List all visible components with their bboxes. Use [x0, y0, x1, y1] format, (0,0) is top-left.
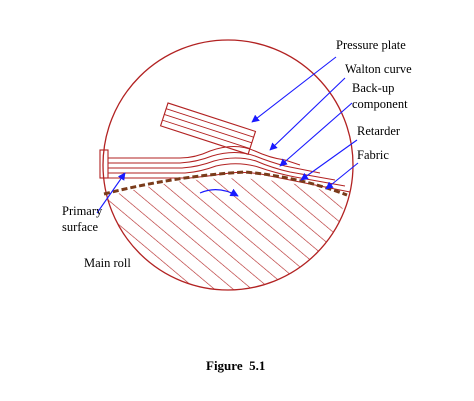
retarder-leader [300, 139, 358, 181]
label-back-up-line2: component [352, 97, 408, 111]
figure-caption: Figure 5.1 [206, 358, 265, 373]
left-end-block [99, 149, 109, 179]
rotation-arrow [199, 188, 239, 197]
label-fabric: Fabric [357, 148, 389, 162]
label-primary-surface-line1: Primary [62, 204, 103, 218]
label-main-roll: Main roll [84, 256, 131, 270]
label-pressure-plate: Pressure plate [336, 38, 406, 52]
pressure-plate-shape [159, 102, 257, 155]
layered-strips [108, 146, 351, 193]
label-back-up-line1: Back-up [352, 81, 394, 95]
label-primary-surface-line2: surface [62, 220, 99, 234]
label-walton-curve: Walton curve [345, 62, 412, 76]
back-up-component-leader [279, 102, 353, 167]
fabric-leader [325, 162, 359, 190]
primary-surface-leader [96, 172, 126, 214]
pressure-plate-leader [251, 56, 337, 123]
label-retarder: Retarder [357, 124, 401, 138]
walton-curve-leader [269, 77, 346, 151]
